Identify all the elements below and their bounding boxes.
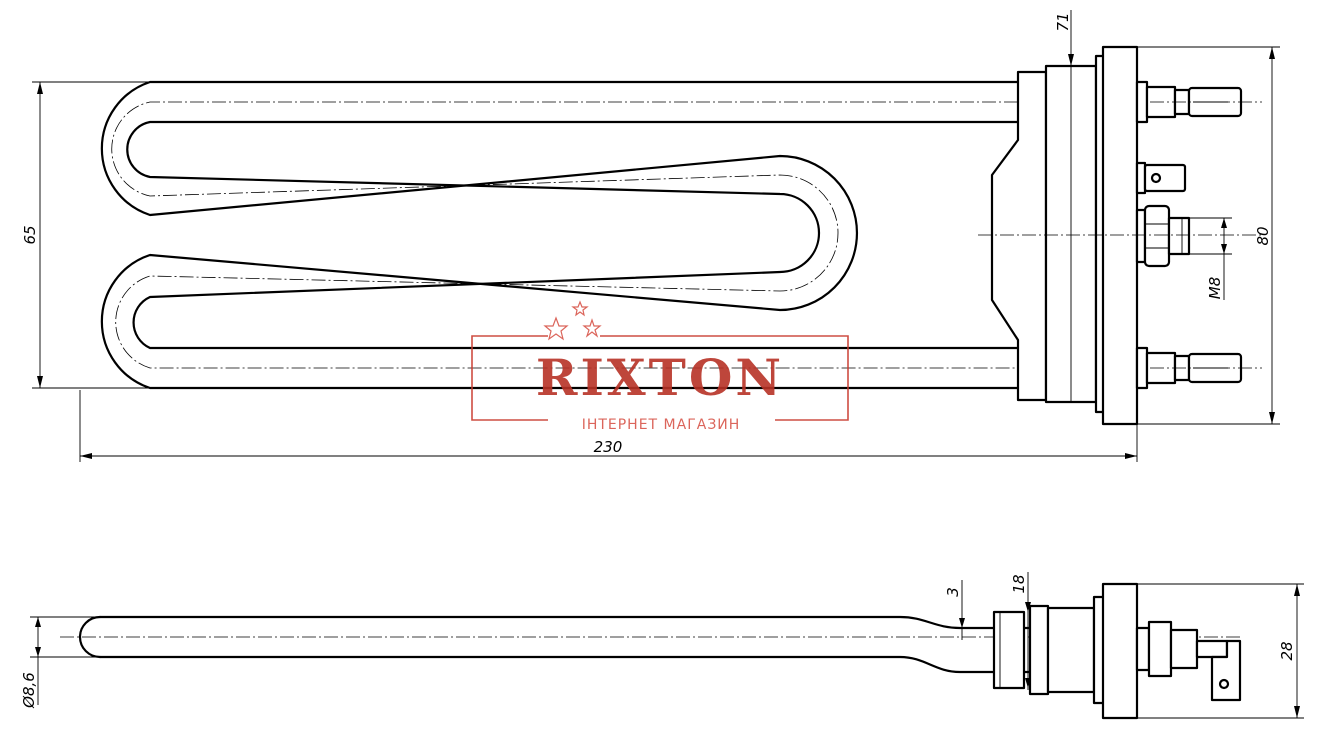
dim-diameter: Ø8,6	[20, 672, 38, 709]
heating-element-side-view	[60, 582, 1242, 720]
dim-3: 3	[944, 587, 962, 597]
dimension-lines-side	[30, 572, 1304, 719]
dim-71: 71	[1054, 12, 1072, 31]
logo-subtitle: ІНТЕРНЕТ МАГАЗИН	[582, 417, 741, 433]
rixton-watermark-logo: RIXTON ІНТЕРНЕТ МАГАЗИН	[471, 300, 849, 433]
dim-28: 28	[1278, 641, 1296, 660]
flange-top-view	[990, 45, 1243, 426]
dim-height: 65	[21, 225, 39, 244]
dimension-lines-top	[32, 10, 1280, 462]
dim-80: 80	[1254, 226, 1272, 245]
dim-18: 18	[1010, 574, 1028, 593]
dim-length: 230	[594, 438, 623, 456]
logo-title: RIXTON	[536, 348, 784, 407]
dim-thread: M8	[1206, 277, 1224, 300]
heating-element-top-view	[100, 80, 1020, 390]
